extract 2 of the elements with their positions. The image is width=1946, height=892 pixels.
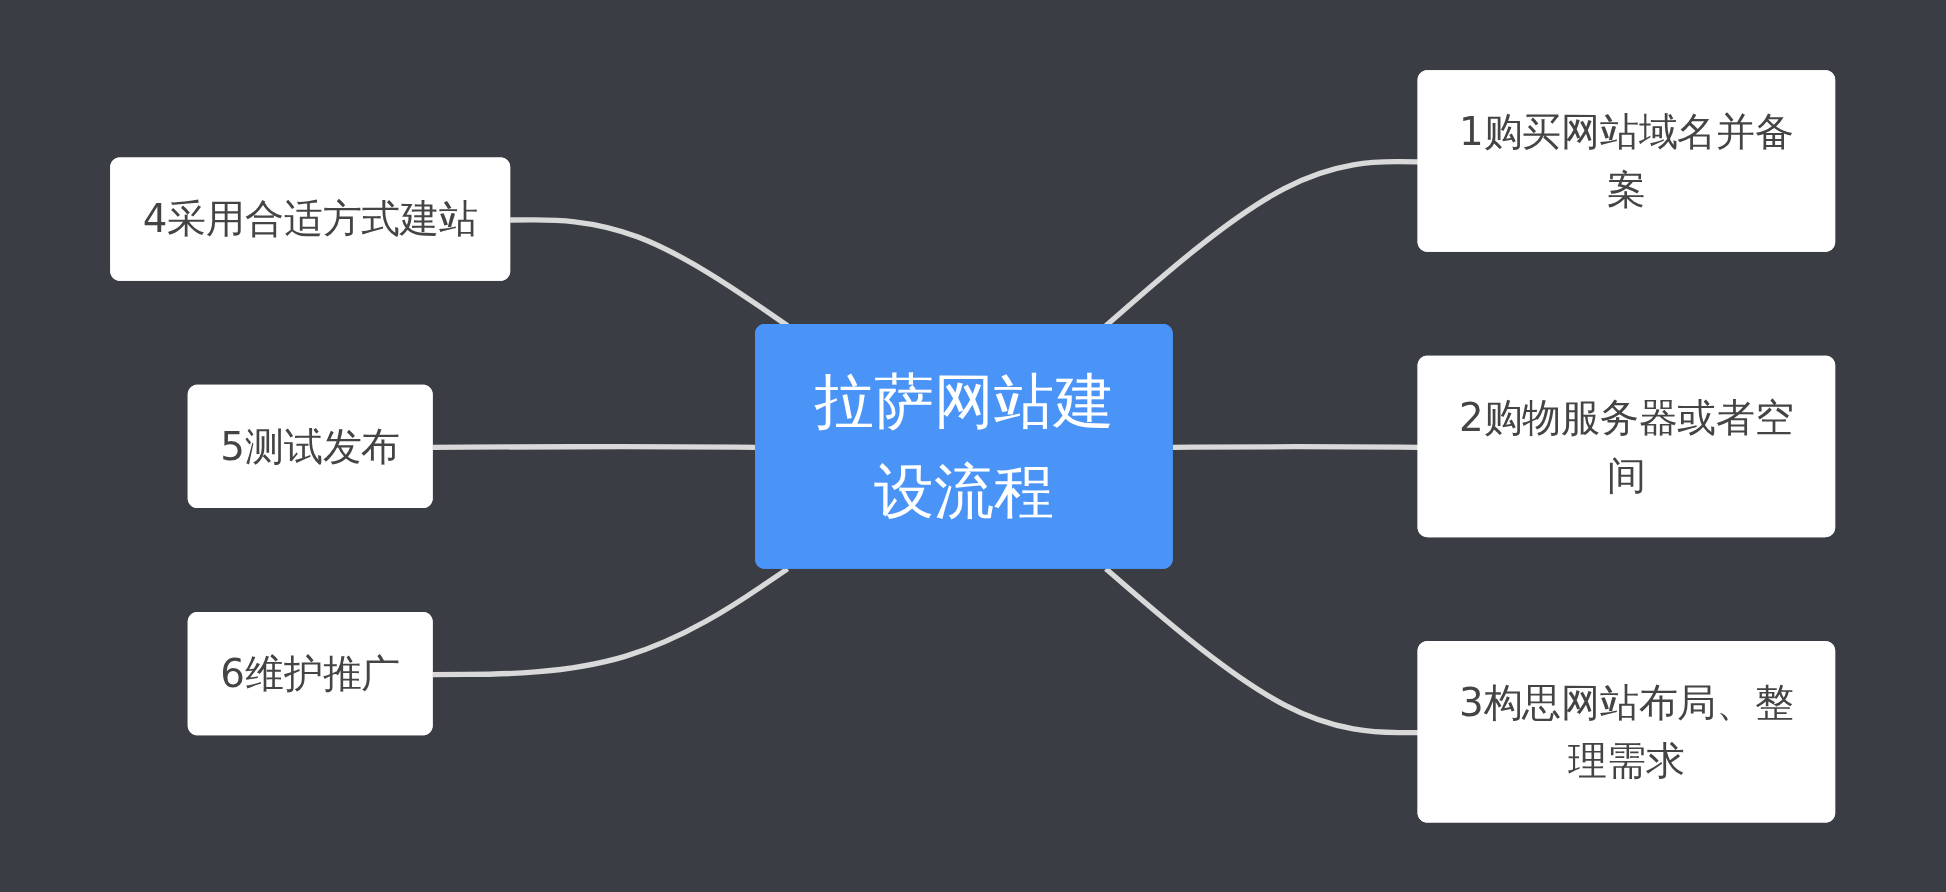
- connector: [432, 566, 790, 677]
- connector: [1172, 443, 1420, 450]
